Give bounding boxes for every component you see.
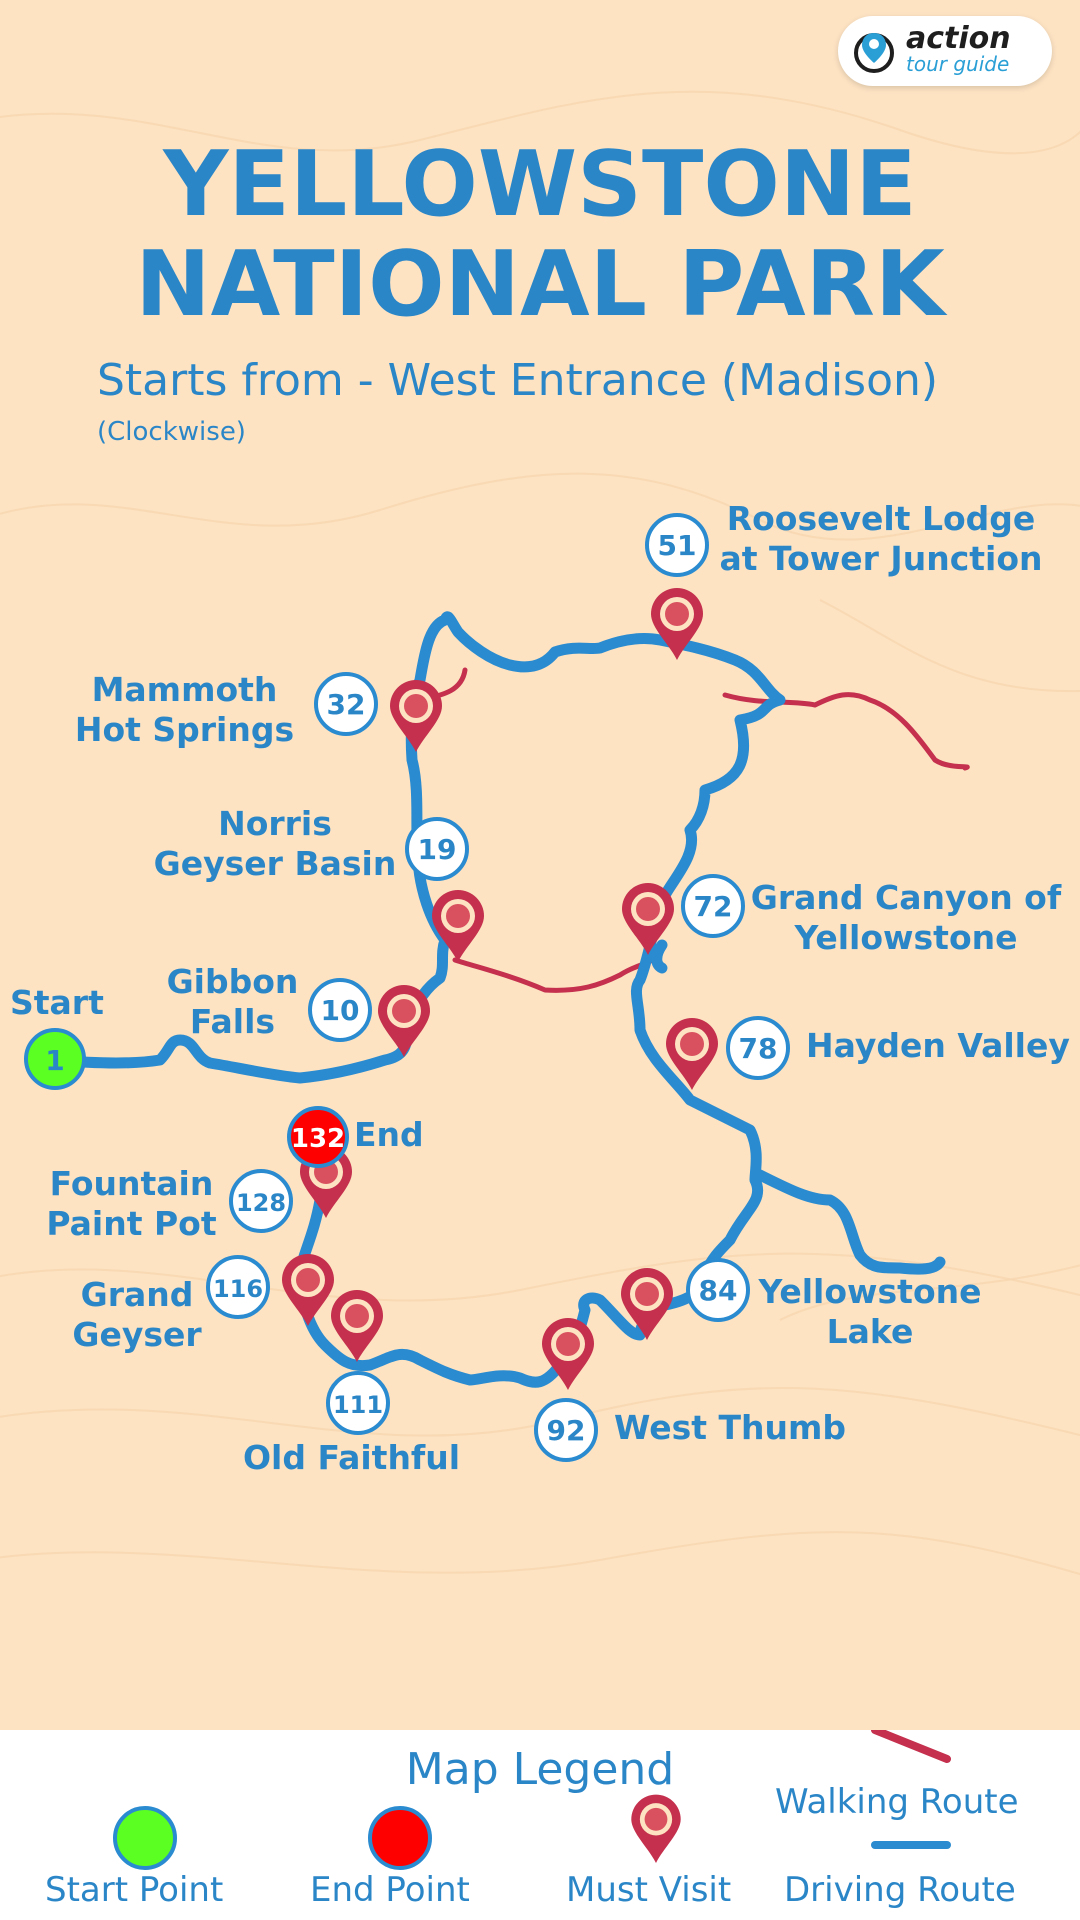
stop-number-lake: 84 <box>699 1274 738 1307</box>
legend-pin-icon <box>631 1794 681 1863</box>
stop-number-roosevelt: 51 <box>658 529 697 562</box>
label-old-faithful: Old Faithful <box>243 1438 461 1477</box>
label-start: Start <box>10 983 104 1022</box>
logo-icon <box>854 33 894 73</box>
title-line-1: YELLOWSTONE <box>163 132 917 237</box>
legend-must-visit-label: Must Visit <box>566 1870 732 1910</box>
stop-number-badges: 51 32 19 10 72 78 84 92 111 116 128 <box>206 513 790 1462</box>
title-line-2: NATIONAL PARK <box>135 232 945 337</box>
stop-number-mammoth: 32 <box>327 688 366 721</box>
walking-route-norris-canyon <box>452 947 663 993</box>
stop-badge-westthumb[interactable]: 92 <box>534 1398 598 1462</box>
legend-symbols <box>113 1730 951 1870</box>
label-mammoth-hot-springs: Mammoth Hot Springs <box>72 670 297 750</box>
legend-end-symbol <box>368 1806 432 1870</box>
pin-old-faithful[interactable] <box>331 1290 383 1362</box>
legend-start-label: Start Point <box>45 1870 224 1910</box>
stop-badge-fountain[interactable]: 128 <box>229 1169 293 1233</box>
walking-route-east <box>722 692 970 771</box>
pin-mammoth[interactable] <box>389 679 442 752</box>
label-canyon-line2: Yellowstone <box>794 918 1018 957</box>
subtitle: Starts from - West Entrance (Madison) <box>97 355 939 406</box>
pin-canyon[interactable] <box>622 883 674 955</box>
pin-grand[interactable] <box>282 1254 334 1326</box>
legend-walking-label: Walking Route <box>775 1782 1019 1822</box>
label-yellowstone-lake: Yellowstone Lake <box>755 1272 985 1352</box>
subtitle-note: (Clockwise) <box>97 417 246 447</box>
pin-norris[interactable] <box>432 890 484 962</box>
legend-walk-line <box>871 1730 951 1763</box>
end-marker[interactable]: 132 <box>287 1106 349 1168</box>
stop-badge-oldfaithful[interactable]: 111 <box>326 1371 390 1435</box>
stop-number-grand: 116 <box>213 1275 263 1303</box>
label-norris-geyser-basin: Norris Geyser Basin <box>150 804 400 884</box>
contour-lines <box>0 90 1080 1576</box>
legend-title: Map Legend <box>405 1744 675 1795</box>
label-gibbon-line2: Falls <box>189 1002 276 1041</box>
stop-number-gibbon: 10 <box>321 994 360 1027</box>
label-roosevelt-line1: Roosevelt Lodge <box>726 499 1036 538</box>
logo-word-action: action <box>906 21 1011 56</box>
pin-roosevelt[interactable] <box>651 588 703 660</box>
pin-gibbon[interactable] <box>378 985 430 1057</box>
stop-badge-norris[interactable]: 19 <box>405 817 469 881</box>
legend-end-label: End Point <box>310 1870 470 1910</box>
label-west-thumb: West Thumb <box>614 1408 847 1447</box>
stop-number-fountain: 128 <box>236 1189 286 1217</box>
stop-number-canyon: 72 <box>694 890 733 923</box>
logo-word-tour-guide: tour guide <box>906 52 1010 76</box>
pin-lake[interactable] <box>621 1268 673 1340</box>
driving-route <box>49 611 946 1388</box>
map-legend: Map Legend Start Point End Point Must Vi… <box>0 1730 1080 1920</box>
label-mammoth-line1: Mammoth <box>91 670 278 709</box>
start-number: 1 <box>45 1044 64 1077</box>
pin-west-thumb[interactable] <box>542 1318 594 1390</box>
label-roosevelt-lodge: Roosevelt Lodge at Tower Junction <box>712 499 1050 579</box>
stop-badge-canyon[interactable]: 72 <box>681 874 745 938</box>
label-grand-geyser: Grand Geyser <box>62 1275 212 1355</box>
label-norris-line1: Norris <box>218 804 332 843</box>
must-visit-pins <box>282 588 718 1390</box>
label-norris-line2: Geyser Basin <box>153 844 397 883</box>
legend-driving-label: Driving Route <box>784 1870 1016 1910</box>
start-marker[interactable]: 1 <box>24 1028 86 1090</box>
label-grand-canyon: Grand Canyon of Yellowstone <box>748 878 1064 958</box>
label-lake-line1: Yellowstone <box>758 1272 982 1311</box>
stop-badge-gibbon[interactable]: 10 <box>308 978 372 1042</box>
stop-badge-hayden[interactable]: 78 <box>726 1016 790 1080</box>
stop-number-norris: 19 <box>418 833 457 866</box>
label-canyon-line1: Grand Canyon of <box>750 878 1062 917</box>
label-hayden-valley: Hayden Valley <box>806 1026 1070 1065</box>
stop-number-hayden: 78 <box>739 1032 778 1065</box>
label-fountain-line2: Paint Pot <box>46 1204 217 1243</box>
end-number: 132 <box>291 1124 345 1154</box>
stop-badge-roosevelt[interactable]: 51 <box>645 513 709 577</box>
label-roosevelt-line2: at Tower Junction <box>719 539 1043 578</box>
action-tour-guide-logo[interactable]: action tour guide <box>838 16 1052 86</box>
stop-badge-grand[interactable]: 116 <box>206 1255 270 1319</box>
label-grand-line2: Geyser <box>72 1315 202 1354</box>
label-grand-line1: Grand <box>80 1275 194 1314</box>
label-lake-line2: Lake <box>826 1312 914 1351</box>
map-canvas: 1 132 51 32 19 10 72 78 84 92 111 116 128 <box>0 90 1080 1576</box>
label-mammoth-line2: Hot Springs <box>74 710 295 749</box>
label-fountain-paint-pot: Fountain Paint Pot <box>44 1164 219 1244</box>
map-area: 1 132 51 32 19 10 72 78 84 92 111 116 128 action t… <box>0 16 1080 1576</box>
label-gibbon-falls: Gibbon Falls <box>160 962 305 1042</box>
label-gibbon-line1: Gibbon <box>166 962 299 1001</box>
stop-badge-lake[interactable]: 84 <box>686 1258 750 1322</box>
stop-badge-mammoth[interactable]: 32 <box>314 672 378 736</box>
label-fountain-line1: Fountain <box>49 1164 214 1203</box>
label-end: End <box>354 1115 424 1154</box>
stop-number-oldfaithful: 111 <box>333 1391 383 1419</box>
legend-start-symbol <box>113 1806 177 1870</box>
stop-number-westthumb: 92 <box>547 1414 586 1447</box>
pin-hayden[interactable] <box>666 1018 718 1090</box>
